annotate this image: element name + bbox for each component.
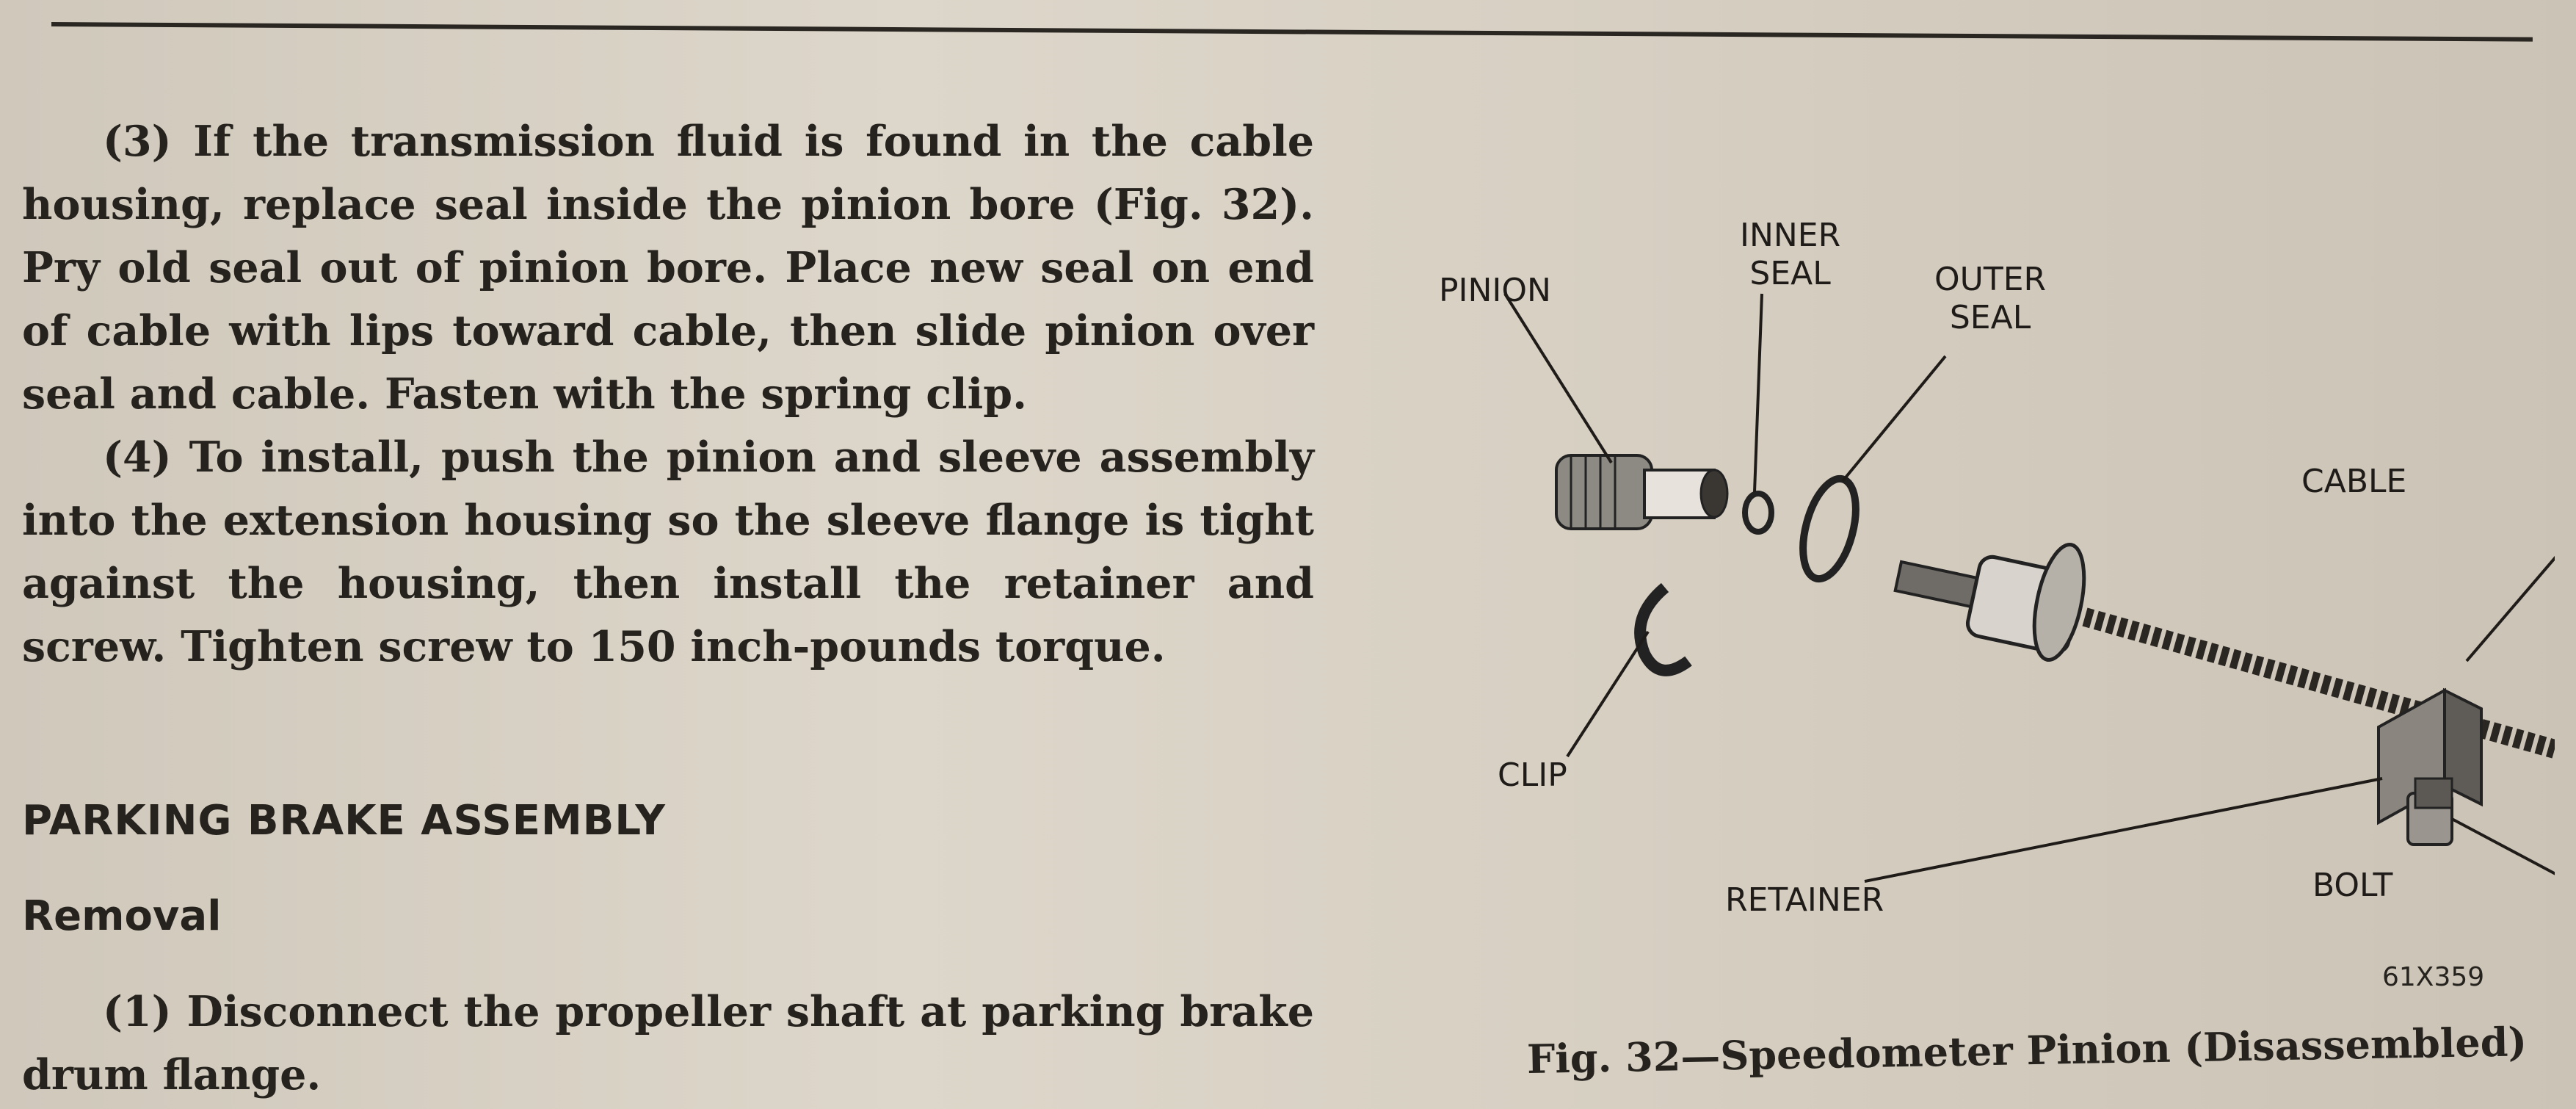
- label-cable: CABLE: [2301, 463, 2407, 500]
- label-outer-seal-line-2: SEAL: [1949, 299, 2031, 336]
- exploded-diagram: [1503, 292, 2576, 883]
- top-rule: [51, 22, 2533, 42]
- instructions-block: (3) If the transmission fluid is found i…: [22, 110, 1314, 679]
- leader-lines: [1503, 292, 2576, 883]
- section-heading: PARKING BRAKE ASSEMBLY: [22, 797, 666, 845]
- label-clip: CLIP: [1498, 756, 1567, 794]
- label-inner-seal-line-2: SEAL: [1749, 255, 1831, 292]
- label-bolt: BOLT: [2312, 867, 2393, 904]
- label-outer-seal: OUTER SEAL: [1934, 261, 2046, 337]
- figure-speedometer-pinion: PINION INNER SEAL OUTER SEAL CABLE CLIP …: [1380, 147, 2576, 1102]
- paragraph-step-4: (4) To install, push the pinion and slee…: [22, 433, 1314, 671]
- label-retainer: RETAINER: [1725, 881, 1884, 919]
- bolt-part: [2406, 777, 2453, 846]
- pinion-part: [1555, 454, 1729, 530]
- figure-code: 61X359: [2382, 962, 2485, 992]
- label-inner-seal-line-1: INNER: [1740, 217, 1841, 254]
- label-inner-seal: INNER SEAL: [1740, 217, 1840, 293]
- cable-part: [1893, 542, 2558, 759]
- left-column: (3) If the transmission fluid is found i…: [22, 110, 1314, 679]
- label-outer-seal-line-1: OUTER: [1934, 261, 2047, 298]
- sub-heading: Removal: [22, 892, 222, 940]
- outer-seal-part: [1799, 474, 1860, 583]
- label-pinion: PINION: [1439, 272, 1551, 309]
- paragraph-step-1: (1) Disconnect the propeller shaft at pa…: [22, 987, 1314, 1099]
- clip-part: [1634, 582, 1692, 676]
- paragraph-step-3: (3) If the transmission fluid is found i…: [22, 117, 1314, 419]
- inner-seal-part: [1742, 491, 1774, 535]
